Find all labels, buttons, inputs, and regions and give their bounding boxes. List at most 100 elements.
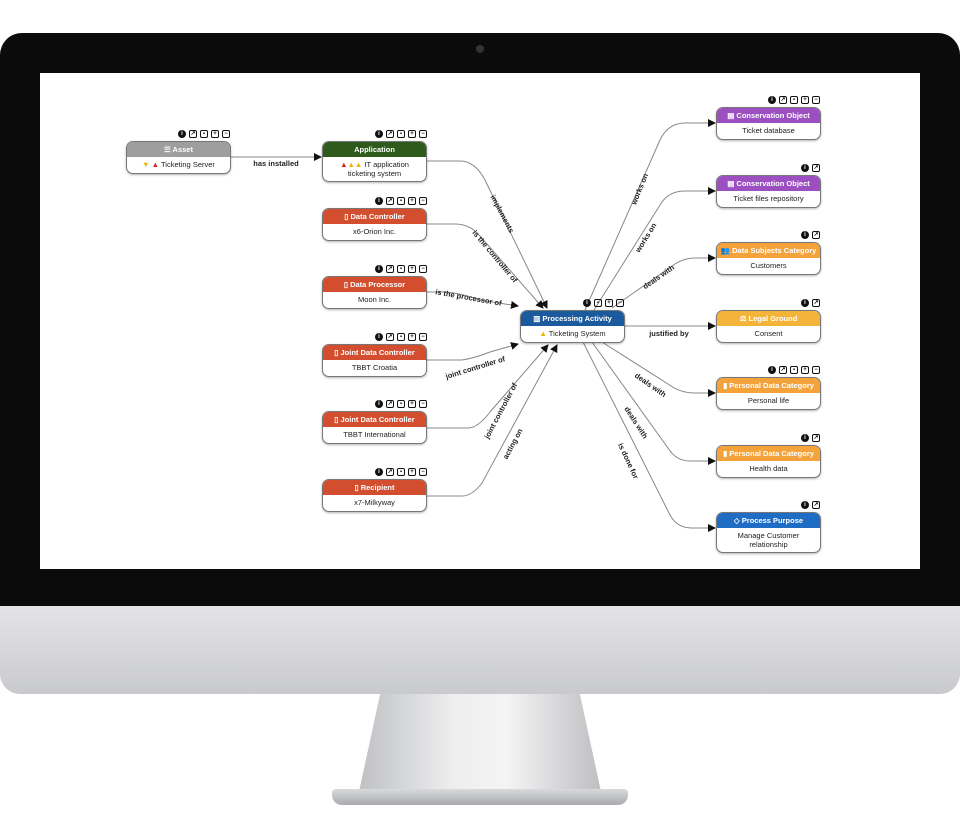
node-type: Joint Data Controller xyxy=(340,415,415,424)
save-icon[interactable]: ▪ xyxy=(397,265,405,273)
save-icon[interactable]: ▪ xyxy=(397,197,405,205)
node-name: x6-Orion Inc. xyxy=(353,227,396,236)
node-header: ▮ Personal Data Category xyxy=(717,378,820,393)
save-icon[interactable]: ▪ xyxy=(790,366,798,374)
edge-label: acting on xyxy=(501,427,525,461)
node-toolbar: i↗▪+− xyxy=(750,96,820,105)
edge-deals-with-2 xyxy=(601,341,716,397)
node-header: ▯ Data Controller xyxy=(323,209,426,224)
info-icon[interactable]: i xyxy=(801,164,809,172)
edit-icon[interactable]: ↗ xyxy=(812,231,820,239)
node-toolbar: i▪+− xyxy=(570,299,624,308)
expand-icon[interactable]: + xyxy=(605,299,613,307)
node-name: Customers xyxy=(750,261,787,270)
save-icon[interactable]: ▪ xyxy=(397,130,405,138)
edit-icon[interactable]: ↗ xyxy=(189,130,197,138)
edit-icon[interactable]: ↗ xyxy=(386,130,394,138)
info-icon[interactable]: i xyxy=(768,96,776,104)
edit-icon[interactable]: ↗ xyxy=(386,468,394,476)
collapse-icon[interactable]: − xyxy=(812,96,820,104)
edit-icon[interactable]: ↗ xyxy=(386,197,394,205)
node-name: TBBT International xyxy=(343,430,406,439)
save-icon[interactable]: ▪ xyxy=(397,468,405,476)
edit-icon[interactable]: ↗ xyxy=(386,400,394,408)
expand-icon[interactable]: + xyxy=(801,366,809,374)
save-icon[interactable]: ▪ xyxy=(397,400,405,408)
node-toolbar: i↗ xyxy=(790,164,820,173)
node-application[interactable]: Application▲▲▲ IT application ticketing … xyxy=(322,141,427,182)
node-header: 👥 Data Subjects Category xyxy=(717,243,820,258)
save-icon[interactable]: ▪ xyxy=(790,96,798,104)
save-icon[interactable]: ▪ xyxy=(200,130,208,138)
collapse-icon[interactable]: − xyxy=(419,400,427,408)
expand-icon[interactable]: + xyxy=(801,96,809,104)
node-type: Personal Data Category xyxy=(729,449,814,458)
edge-label: has installed xyxy=(253,159,299,168)
edit-icon[interactable]: ↗ xyxy=(386,333,394,341)
info-icon[interactable]: i xyxy=(801,501,809,509)
collapse-icon[interactable]: − xyxy=(419,130,427,138)
collapse-icon[interactable]: − xyxy=(222,130,230,138)
expand-icon[interactable]: + xyxy=(408,468,416,476)
node-toolbar: i↗▪+− xyxy=(357,265,427,274)
edit-icon[interactable]: ↗ xyxy=(779,366,787,374)
edit-icon[interactable]: ↗ xyxy=(812,434,820,442)
node-asset[interactable]: ☰ Asset▼ ▲ Ticketing Server xyxy=(126,141,231,174)
info-icon[interactable]: i xyxy=(375,265,383,273)
info-icon[interactable]: i xyxy=(375,333,383,341)
expand-icon[interactable]: + xyxy=(408,130,416,138)
edge-label: deals with xyxy=(641,263,676,291)
save-icon[interactable]: ▪ xyxy=(397,333,405,341)
info-icon[interactable]: i xyxy=(768,366,776,374)
edit-icon[interactable]: ↗ xyxy=(779,96,787,104)
edge-works-on-1 xyxy=(584,119,716,311)
info-icon[interactable]: i xyxy=(801,434,809,442)
edge-joint-1 xyxy=(427,342,519,361)
collapse-icon[interactable]: − xyxy=(419,265,427,273)
expand-icon[interactable]: + xyxy=(408,197,416,205)
info-icon[interactable]: i xyxy=(375,130,383,138)
edit-icon[interactable]: ↗ xyxy=(812,164,820,172)
info-icon[interactable]: i xyxy=(801,299,809,307)
save-icon[interactable]: ▪ xyxy=(594,299,602,307)
edit-icon[interactable]: ↗ xyxy=(812,501,820,509)
info-icon[interactable]: i xyxy=(375,197,383,205)
node-toolbar: i↗ xyxy=(790,299,820,308)
node-toolbar: i↗ xyxy=(790,231,820,240)
collapse-icon[interactable]: − xyxy=(419,197,427,205)
info-icon[interactable]: i xyxy=(583,299,591,307)
node-header: ▮ Personal Data Category xyxy=(717,446,820,461)
expand-icon[interactable]: + xyxy=(211,130,219,138)
edge-label: is the processor of xyxy=(435,287,503,308)
info-icon[interactable]: i xyxy=(178,130,186,138)
collapse-icon[interactable]: − xyxy=(419,468,427,476)
edit-icon[interactable]: ↗ xyxy=(386,265,394,273)
edit-icon[interactable]: ↗ xyxy=(812,299,820,307)
expand-icon[interactable]: + xyxy=(408,400,416,408)
info-icon[interactable]: i xyxy=(375,400,383,408)
node-data-controller[interactable]: ▯ Data Controller x6-Orion Inc. xyxy=(322,208,427,241)
node-processing-activity[interactable]: ▥ Processing Activity▲ Ticketing System xyxy=(520,310,625,343)
expand-icon[interactable]: + xyxy=(408,265,416,273)
expand-icon[interactable]: + xyxy=(408,333,416,341)
collapse-icon[interactable]: − xyxy=(419,333,427,341)
collapse-icon[interactable]: − xyxy=(616,299,624,307)
info-icon[interactable]: i xyxy=(801,231,809,239)
collapse-icon[interactable]: − xyxy=(812,366,820,374)
node-type: Personal Data Category xyxy=(729,381,814,390)
monitor-stand xyxy=(358,694,602,794)
edge-implements xyxy=(427,160,548,309)
info-icon[interactable]: i xyxy=(375,468,383,476)
